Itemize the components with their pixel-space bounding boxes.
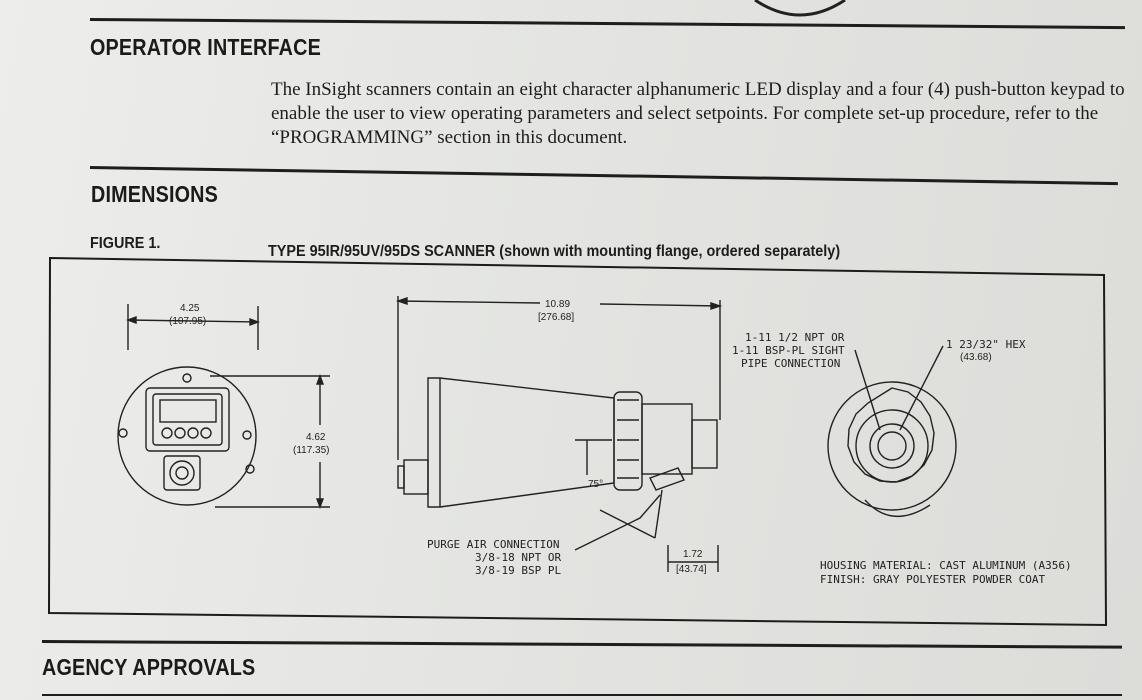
purge-label-1: PURGE AIR CONNECTION [427,538,559,551]
front-width-mm: (107.95) [169,316,206,327]
side-length-in: 10.89 [545,299,570,310]
hex-label-1: 1 23/32" HEX [946,338,1026,351]
side-view [395,296,723,572]
bottom-rule [42,694,1122,696]
pipe-label-3: PIPE CONNECTION [741,357,840,370]
section-title-agency-approvals: AGENCY APPROVALS [42,654,256,680]
front-height-in: 4.62 [306,432,326,443]
side-length-mm: [276.68] [538,312,574,323]
section-title-dimensions: DIMENSIONS [91,181,219,207]
hex-label-2: (43.68) [960,352,992,363]
section-title-operator-interface: OPERATOR INTERFACE [90,34,321,60]
figure-caption: TYPE 95IR/95UV/95DS SCANNER (shown with … [268,243,841,260]
pipe-label-2: 1-11 BSP-PL SIGHT [732,344,845,357]
figure-frame [47,256,1108,627]
flange-mm: [43.74] [676,564,707,575]
front-height-mm: (117.35) [293,445,330,456]
material-label-2: FINISH: GRAY POLYESTER POWDER COAT [820,573,1046,586]
front-view [117,304,330,509]
logo-arc [754,0,846,17]
figure-label: FIGURE 1. [90,235,161,252]
purge-label-3: 3/8-19 BSP PL [475,564,561,577]
material-label-1: HOUSING MATERIAL: CAST ALUMINUM (A356) [820,559,1072,572]
purge-label-2: 3/8-18 NPT OR [475,551,561,564]
side-angle: 75° [588,479,603,490]
operator-interface-paragraph: The InSight scanners contain an eight ch… [271,79,1125,148]
flange-in: 1.72 [683,549,703,560]
pipe-label-1: 1-11 1/2 NPT OR [745,331,845,344]
end-view [827,345,957,518]
front-width-in: 4.25 [180,303,200,314]
